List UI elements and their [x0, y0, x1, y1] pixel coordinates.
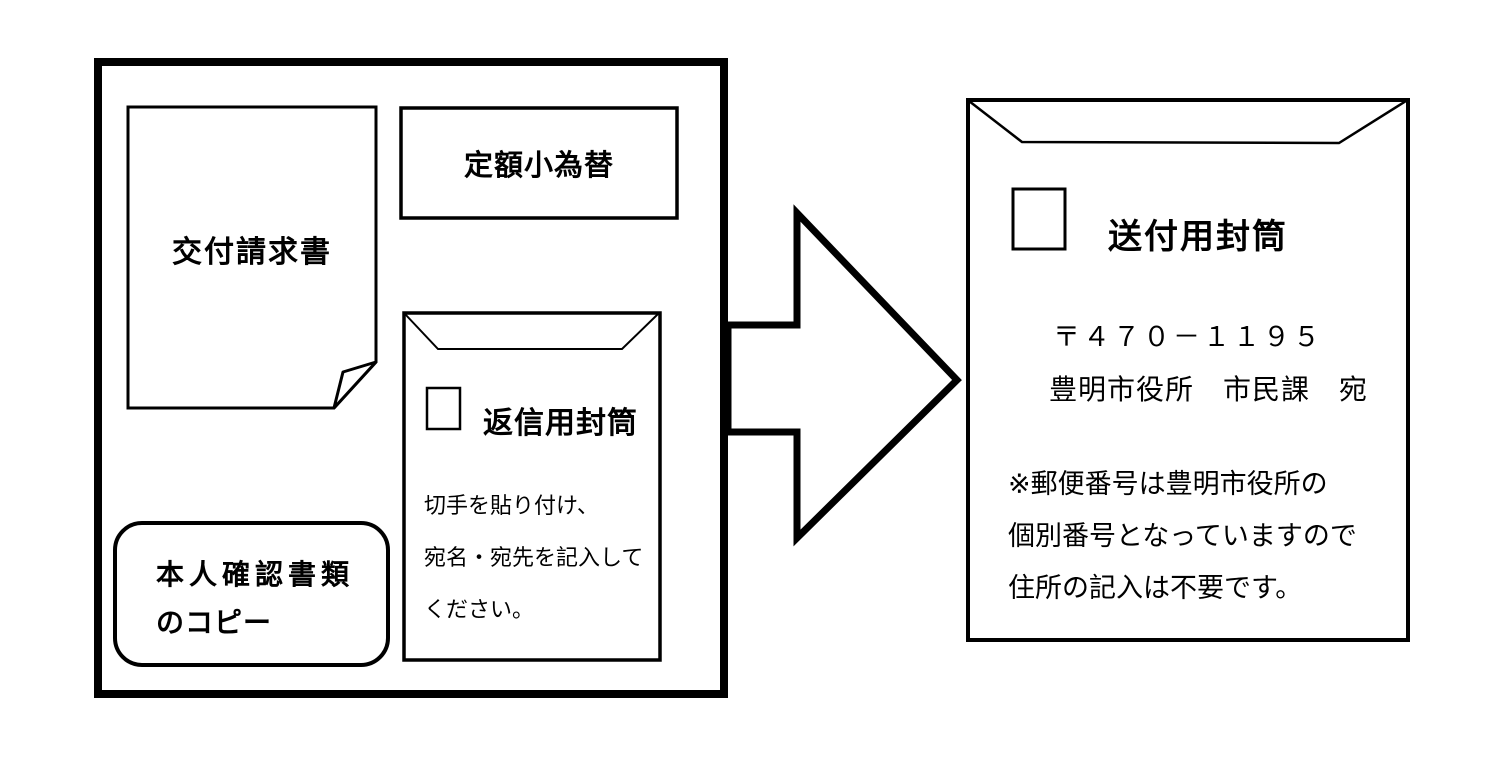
page-fold [332, 360, 378, 410]
send-stamp-box [1011, 187, 1067, 251]
return-envelope-shape [402, 311, 662, 662]
money-order-shape [399, 106, 679, 220]
contents-box-outline [94, 58, 728, 698]
request-form-label: 交付請求書 [172, 235, 332, 270]
return-envelope-flap [404, 313, 659, 350]
return-envelope-notes: 切手を貼り付け、 宛名・宛先を記入して ください。 [424, 481, 643, 637]
send-envelope-label: 送付用封筒 [1108, 217, 1288, 257]
return-envelope-note-line: 宛名・宛先を記入して [424, 546, 644, 571]
send-envelope-note-line: 個別番号となっていますので [1008, 521, 1357, 552]
return-envelope-note-line: ください。 [424, 598, 535, 623]
money-order-label: 定額小為替 [463, 148, 614, 182]
id-copy-label-line: のコピー [156, 606, 273, 639]
return-envelope-note-line: 切手を貼り付け、 [424, 494, 599, 519]
id-copy-label: 本人確認書類 のコピー [156, 551, 354, 647]
send-envelope-note-line: ※郵便番号は豊明市役所の [1008, 469, 1328, 500]
id-copy-shape [113, 521, 390, 667]
addressee-text: 豊明市役所 市民課 宛 [1049, 373, 1369, 406]
return-stamp-box [425, 386, 462, 431]
postal-code-text: 〒４７０－１１９５ [1053, 322, 1323, 353]
return-envelope-label: 返信用封筒 [483, 406, 638, 441]
send-envelope-flap [968, 99, 1407, 145]
id-copy-label-line: 本人確認書類 [156, 558, 355, 591]
send-envelope-notes: ※郵便番号は豊明市役所の 個別番号となっていますので 住所の記入は不要です。 [1008, 459, 1357, 615]
right-arrow-shape [724, 204, 962, 547]
send-envelope-note-line: 住所の記入は不要です。 [1008, 573, 1303, 604]
